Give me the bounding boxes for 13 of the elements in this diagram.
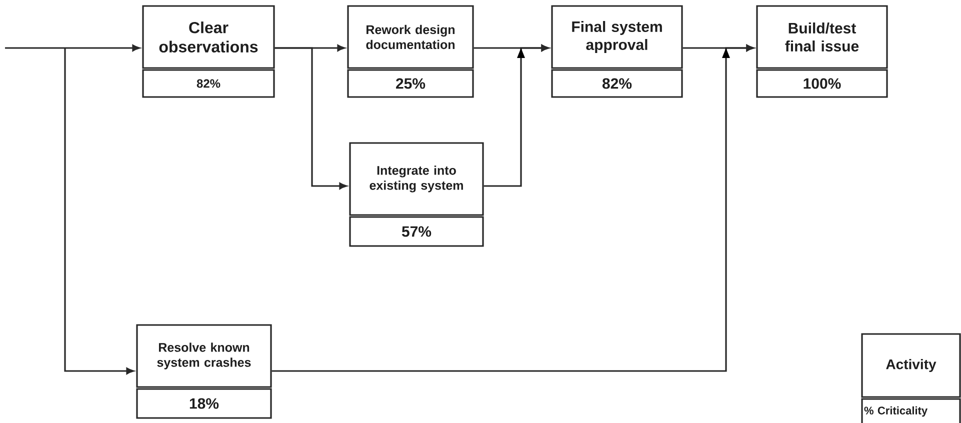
criticality-box: 100% <box>756 69 888 98</box>
criticality-box: 82% <box>551 69 683 98</box>
arrow <box>5 44 140 52</box>
arrow <box>64 48 134 374</box>
criticality-box: % Criticality <box>861 398 961 423</box>
arrow <box>484 44 549 187</box>
criticality-box: 82% <box>142 69 275 98</box>
arrow <box>272 44 754 372</box>
arrow <box>274 47 347 190</box>
criticality-box: 25% <box>347 69 474 98</box>
criticality-box: 57% <box>349 216 484 247</box>
activity-box: Activity <box>861 333 961 398</box>
criticality-box: 18% <box>136 388 272 419</box>
